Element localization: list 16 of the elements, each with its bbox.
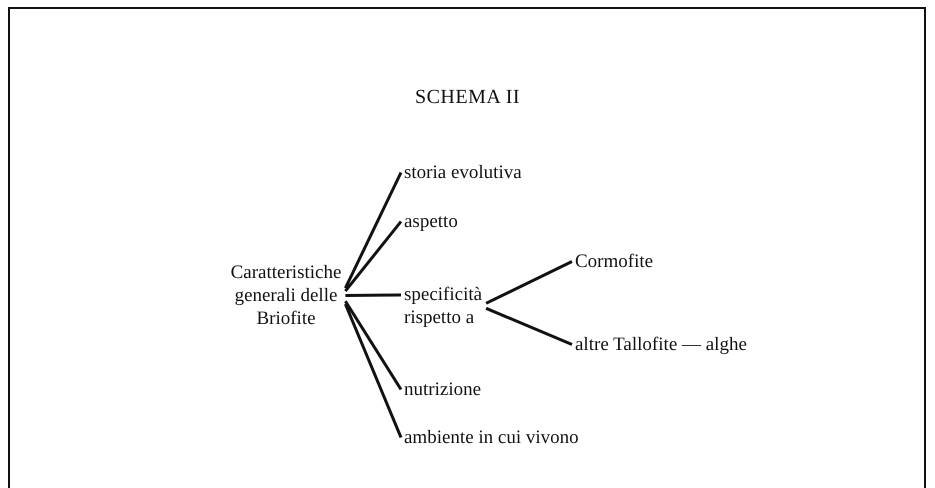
branch-line [485,260,573,305]
branch-text: storia evolutiva [404,161,574,184]
branch-line [344,172,402,289]
branch-line [344,303,402,438]
branch-line [486,306,573,346]
branch-line [344,220,402,292]
branch-text: Cormofite [575,250,685,273]
branch-text: specificità rispetto a [404,283,504,329]
branch-line [344,300,402,390]
branch-text: ambiente in cui vivono [404,426,634,449]
branch-text: Caratteristiche generali delle Briofite [210,261,362,330]
branch-text: aspetto [404,210,494,233]
branch-text: nutrizione [404,378,514,401]
branch-line [345,294,402,297]
diagram-title: SCHEMA II [414,86,522,109]
branch-text: altre Tallofite — alghe [575,333,775,356]
